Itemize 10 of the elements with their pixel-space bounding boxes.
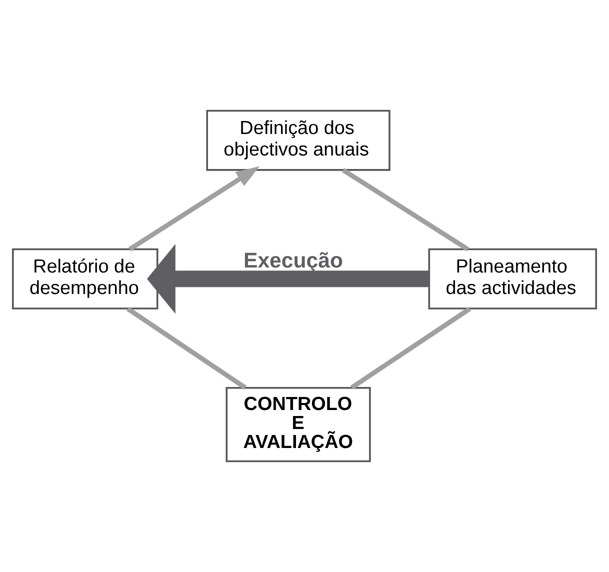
arrow (128, 166, 260, 252)
connector (126, 306, 246, 390)
arrow (146, 244, 430, 314)
connector (342, 168, 470, 252)
node-box: Definição dos objectivos anuais (206, 110, 390, 171)
node-box: Relatório de desempenho (12, 248, 158, 310)
connector (350, 306, 472, 390)
node-box: Planeamento das actividades (428, 248, 597, 310)
node-box: CONTROLO E AVALIAÇÃO (226, 386, 371, 462)
edge-label: Execução (244, 248, 343, 273)
